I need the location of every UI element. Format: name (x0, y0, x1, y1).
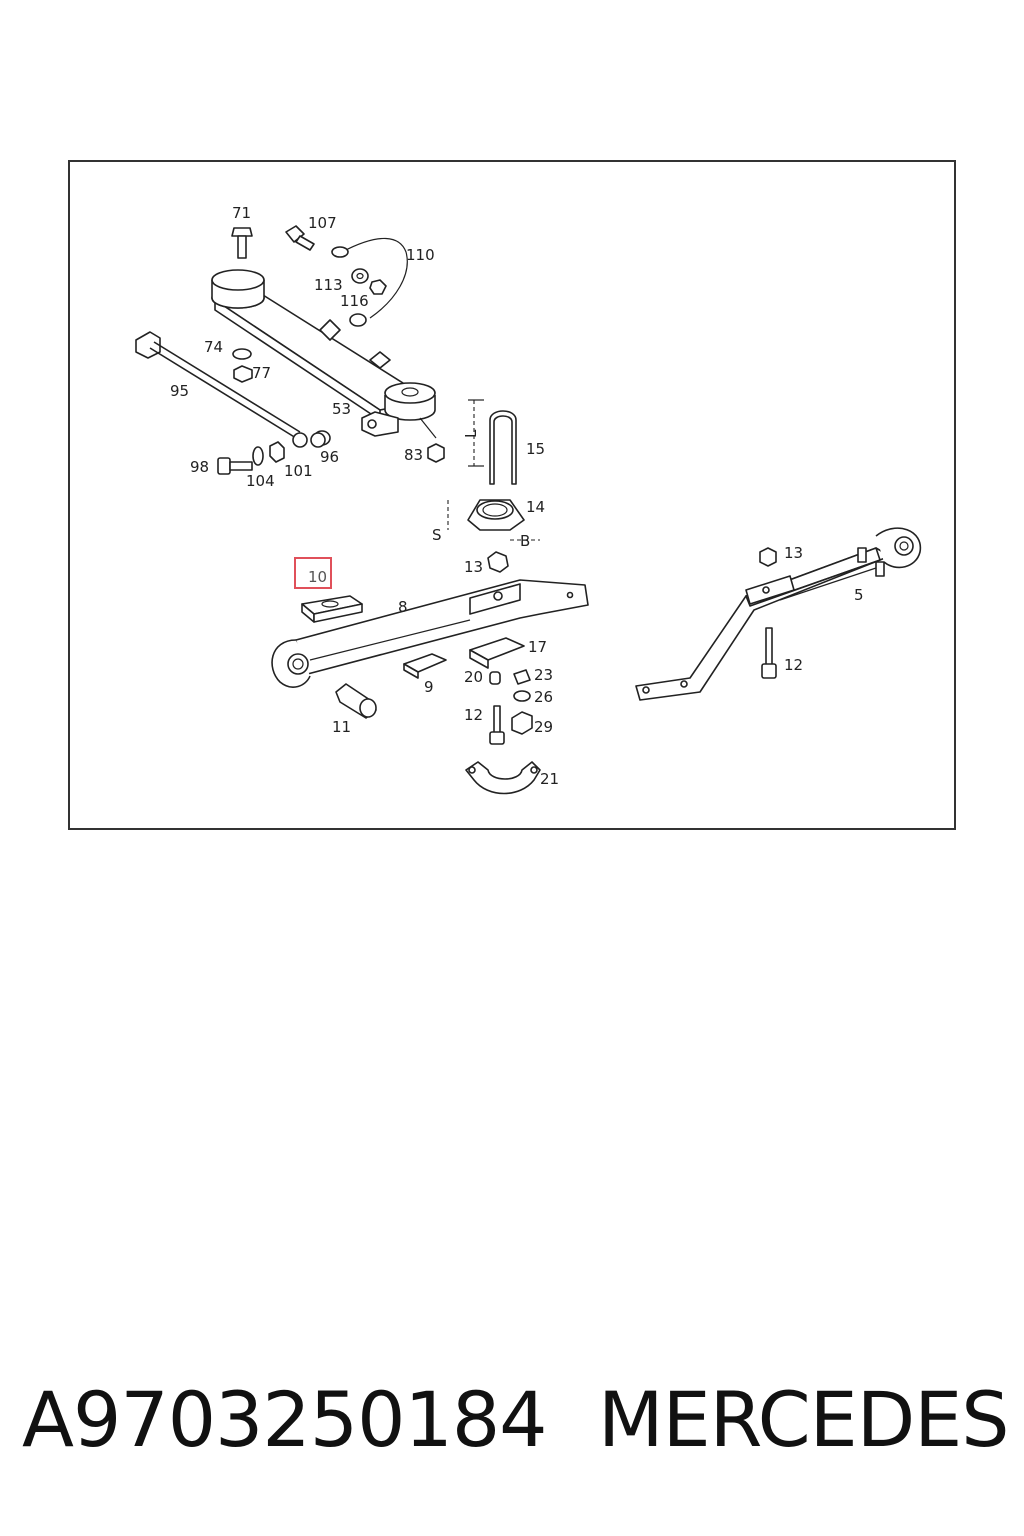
callout-12-center[interactable]: 12 (464, 706, 483, 724)
spring-seat-14 (447, 499, 540, 541)
nut-101 (269, 441, 285, 463)
callout-5[interactable]: 5 (854, 586, 864, 604)
callout-23[interactable]: 23 (534, 666, 553, 684)
brand-name: MERCEDES (598, 1375, 1009, 1464)
pad-10 (301, 595, 363, 623)
sleeve-20 (489, 671, 501, 685)
pad-9 (403, 653, 447, 679)
callout-113[interactable]: 113 (314, 276, 343, 294)
part-number: A9703250184 (22, 1375, 548, 1464)
callout-116[interactable]: 116 (340, 292, 369, 310)
leaf-spring-5 (635, 527, 922, 701)
callout-104[interactable]: 104 (246, 472, 275, 490)
bump-stop-11 (335, 683, 377, 719)
callout-98[interactable]: 98 (190, 458, 209, 476)
callout-26[interactable]: 26 (534, 688, 553, 706)
bush-96 (310, 430, 331, 448)
nut-13-right (759, 547, 777, 567)
dim-label-B: B (520, 532, 530, 550)
callout-12-right[interactable]: 12 (784, 656, 803, 674)
leaf-spring-8 (271, 579, 589, 688)
callout-77[interactable]: 77 (252, 364, 271, 382)
bolt-12-right (761, 627, 777, 679)
nut-29 (511, 711, 533, 735)
callout-71[interactable]: 71 (232, 204, 251, 222)
washer-104 (252, 446, 264, 466)
callout-9[interactable]: 9 (424, 678, 434, 696)
callout-53[interactable]: 53 (332, 400, 351, 418)
nut-116 (369, 279, 387, 295)
callout-95[interactable]: 95 (170, 382, 189, 400)
callout-15[interactable]: 15 (526, 440, 545, 458)
callout-10-highlighted[interactable]: 10 (308, 568, 327, 586)
callout-29[interactable]: 29 (534, 718, 553, 736)
callout-74[interactable]: 74 (204, 338, 223, 356)
clamp-21 (465, 761, 541, 795)
bolt-71 (231, 227, 253, 259)
callout-110[interactable]: 110 (406, 246, 435, 264)
washer-74 (232, 348, 252, 360)
washer-113 (351, 268, 369, 284)
bush-23 (513, 669, 531, 685)
cable-110 (331, 237, 408, 327)
dim-label-L: L (462, 429, 480, 438)
callout-21[interactable]: 21 (540, 770, 559, 788)
nut-77 (233, 365, 253, 383)
callout-101[interactable]: 101 (284, 462, 313, 480)
callout-14[interactable]: 14 (526, 498, 545, 516)
callout-20[interactable]: 20 (464, 668, 483, 686)
highlight-box (294, 557, 332, 589)
bolt-107 (285, 225, 315, 251)
callout-8[interactable]: 8 (398, 598, 408, 616)
bolt-12-center (489, 705, 505, 745)
nut-13-left (487, 551, 509, 573)
washer-26 (513, 690, 531, 702)
bolt-98 (217, 457, 253, 475)
callout-13-right[interactable]: 13 (784, 544, 803, 562)
nut-83 (427, 443, 445, 463)
callout-107[interactable]: 107 (308, 214, 337, 232)
callout-13-left[interactable]: 13 (464, 558, 483, 576)
plate-17 (469, 637, 525, 669)
cross-member-53 (211, 269, 437, 439)
dim-label-S: S (432, 526, 442, 544)
rod-95 (135, 331, 308, 448)
callout-11[interactable]: 11 (332, 718, 351, 736)
callout-96[interactable]: 96 (320, 448, 339, 466)
u-bolt-15 (468, 399, 517, 485)
callout-83[interactable]: 83 (404, 446, 423, 464)
footer: A9703250184 MERCEDES (0, 1370, 1024, 1470)
callout-17[interactable]: 17 (528, 638, 547, 656)
